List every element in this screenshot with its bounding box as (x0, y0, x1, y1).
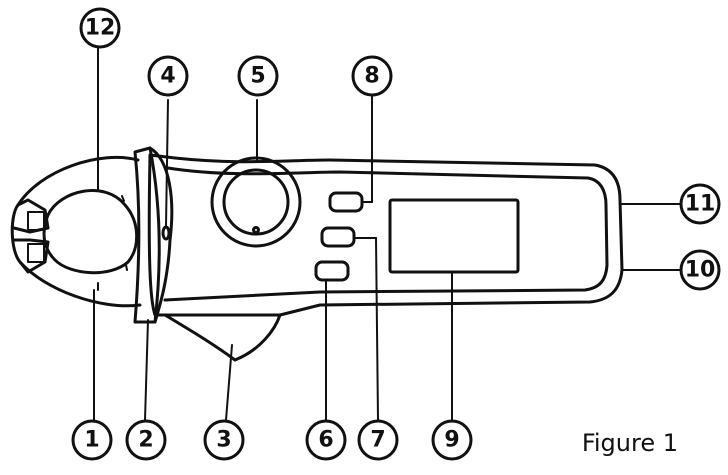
hazard-symbol-upper (27, 211, 45, 231)
callout-circle-11 (679, 183, 721, 225)
callout-label-8: 8 (364, 64, 379, 89)
callout-label-5: 5 (250, 64, 265, 89)
callout-label-9: 9 (444, 428, 459, 453)
callout-circle-12 (79, 7, 121, 49)
callout-circle-8 (351, 55, 393, 97)
button-8 (328, 191, 364, 213)
callout-circle-3 (203, 419, 245, 461)
figure-caption: Figure 1 (581, 429, 678, 457)
meter-body-inner-outline (163, 166, 609, 302)
callout-circle-5 (237, 55, 279, 97)
jaw-guard-inner (148, 146, 174, 324)
callout-circle-7 (357, 419, 399, 461)
callout-label-7: 7 (370, 428, 385, 453)
jaw-arrow-mark-inner-lower (125, 264, 128, 271)
callout-circle-2 (125, 419, 167, 461)
callout-circle-6 (305, 419, 347, 461)
callout-label-11: 11 (685, 192, 716, 217)
rotary-switch-knob (222, 168, 290, 236)
flashlight-lens (161, 225, 171, 241)
callout-label-6: 6 (318, 428, 333, 453)
jaw-outline (10, 155, 142, 308)
callout-label-10: 10 (685, 258, 716, 283)
jaw-tip-upper (12, 198, 50, 234)
callout-circle-4 (147, 55, 189, 97)
callout-circle-9 (431, 419, 473, 461)
callout-label-3: 3 (216, 428, 231, 453)
callout-circle-10 (679, 249, 721, 291)
lcd-display (388, 198, 520, 274)
jaw-opening (42, 189, 139, 275)
rotary-switch-indicator (252, 226, 260, 234)
jaw-tip-lower (12, 238, 50, 274)
button-7 (320, 226, 356, 248)
button-6 (314, 260, 350, 282)
callout-label-4: 4 (160, 64, 175, 89)
callout-circle-1 (71, 419, 113, 461)
jaw-arrow-mark-inner-upper (121, 195, 125, 202)
hazard-symbol-lower (27, 243, 45, 263)
jaw-guard (133, 146, 161, 324)
callout-label-2: 2 (138, 428, 153, 453)
jaw-trigger (163, 313, 282, 362)
callout-label-12: 12 (85, 16, 116, 41)
callout-label-1: 1 (84, 428, 99, 453)
